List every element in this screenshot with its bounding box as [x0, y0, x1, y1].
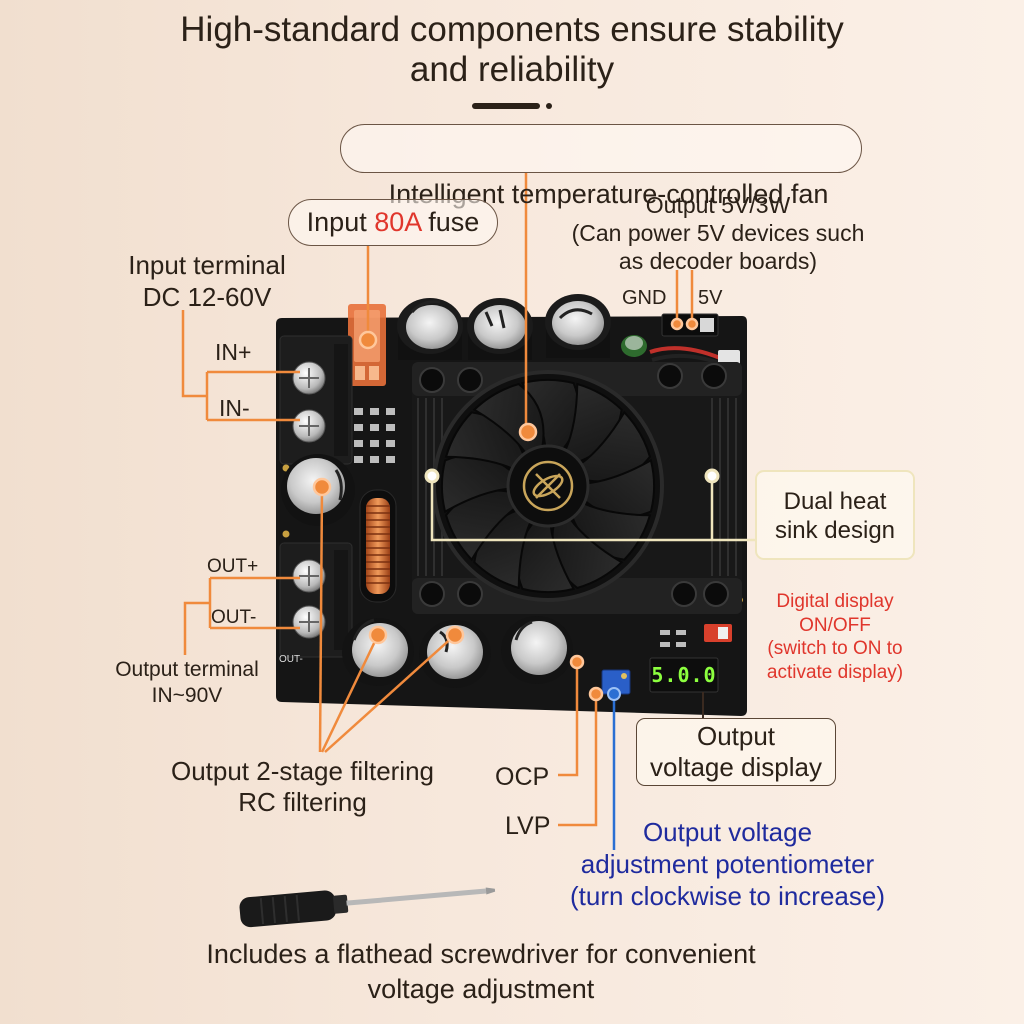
flathead-screwdriver: [239, 887, 496, 928]
potentiometer-line-1: Output voltage: [642, 817, 813, 847]
heat-sink-dots: [424, 468, 720, 484]
display-switch-line-1: Digital display: [776, 591, 894, 612]
callout-dots: [312, 317, 699, 702]
out-plus-label: OUT+: [207, 556, 259, 577]
footer-caption: Includes a flathead screwdriver for conv…: [100, 937, 862, 1007]
capacitor-top-3: [545, 294, 611, 358]
filtering-line-2: RC filtering: [238, 787, 367, 817]
in-minus-label: IN-: [219, 395, 250, 421]
heat-sink-callout: Dual heat sink design: [755, 470, 915, 560]
potentiometer-callout: Output voltage adjustment potentiometer …: [540, 816, 915, 912]
smd-component-array: [354, 408, 395, 463]
display-reading: 5.0.0: [651, 663, 717, 687]
fuse-callout: Input 80A fuse: [288, 199, 498, 246]
display-switch-line-4: activate display): [766, 661, 904, 683]
footer-line-1: Includes a flathead screwdriver for conv…: [206, 939, 756, 969]
cooling-fan: [432, 370, 664, 602]
voltage-display-line-2: voltage display: [650, 752, 822, 782]
potentiometer-line-3: (turn clockwise to increase): [570, 881, 885, 911]
input-terminal-title: Input terminal: [128, 250, 286, 280]
heat-sink-line-2: sink design: [774, 517, 896, 544]
output-5v-line-3: as decoder boards): [618, 248, 818, 274]
in-plus-label: IN+: [215, 339, 252, 365]
output-5v-line-2: (Can power 5V devices such: [571, 220, 865, 246]
filtering-line-1: Output 2-stage filtering: [170, 756, 435, 786]
fan-callout: Intelligent temperature-controlled fan: [340, 124, 862, 209]
board-silkscreen-out: OUT-: [279, 654, 303, 665]
voltage-display-line-1: Output: [696, 721, 776, 751]
output-terminal-block: [279, 542, 353, 658]
input-terminal-callout: Input terminal DC 12-60V: [100, 249, 314, 313]
display-toggle-knob: [718, 627, 728, 639]
output-5v-callout: Output 5V/3W (Can power 5V devices such …: [556, 191, 880, 275]
capacitor-top-1: [397, 298, 463, 360]
5v-label: 5V: [698, 287, 723, 309]
small-capacitor: [621, 335, 647, 357]
title-underline-bar: [472, 103, 540, 109]
filtering-callout: Output 2-stage filtering RC filtering: [140, 756, 465, 818]
digital-display-module: [649, 657, 719, 693]
output-terminal-title: Output terminal: [115, 658, 259, 681]
potentiometer-callout-dot: [607, 687, 621, 701]
fuse-label-prefix: Input: [306, 207, 375, 237]
heat-sink-callout-lines: [430, 476, 755, 542]
gnd-label: GND: [622, 287, 667, 309]
potentiometer-line-2: adjustment potentiometer: [580, 849, 875, 879]
output-capacitor-2: [419, 620, 491, 688]
input-terminal-block: [279, 335, 353, 465]
input-voltage-range: DC 12-60V: [142, 282, 272, 312]
output-capacitor-3: [501, 616, 573, 684]
display-switch-callout: Digital display ON/OFF (switch to ON to …: [752, 590, 918, 684]
output-terminal-callout: Output terminal IN~90V: [96, 657, 278, 709]
title-underline-dot: [546, 103, 552, 109]
page-title: High-standard components ensure stabilit…: [0, 10, 1024, 90]
voltage-display-callout: Output voltage display: [636, 718, 836, 786]
callout-lines: [181, 173, 694, 827]
output-capacitor-1: [342, 618, 414, 686]
output-5v-line-1: Output 5V/3W: [645, 192, 791, 218]
lvp-label: LVP: [505, 812, 551, 840]
page-title-line-2: and reliability: [409, 50, 615, 89]
ocp-label: OCP: [495, 763, 550, 791]
display-switch-line-2: ON/OFF: [799, 614, 871, 636]
heat-sink-line-1: Dual heat: [783, 488, 887, 515]
display-switch-line-3: (switch to ON to: [767, 638, 903, 659]
output-voltage-range: IN~90V: [151, 684, 223, 707]
filter-inductor: [359, 489, 397, 603]
smd-resistors: [660, 630, 686, 647]
potentiometer-screw-icon: [621, 673, 627, 679]
fuse-rating: 80A: [374, 207, 421, 237]
capacitor-top-2: [467, 298, 533, 360]
page-title-line-1: High-standard components ensure stabilit…: [180, 10, 844, 49]
out-minus-label: OUT-: [211, 607, 257, 628]
heat-sink-screws: [419, 363, 729, 607]
brand-logo-icon: [522, 460, 574, 512]
fuse-label-suffix: fuse: [420, 207, 480, 237]
footer-line-2: voltage adjustment: [367, 974, 595, 1004]
